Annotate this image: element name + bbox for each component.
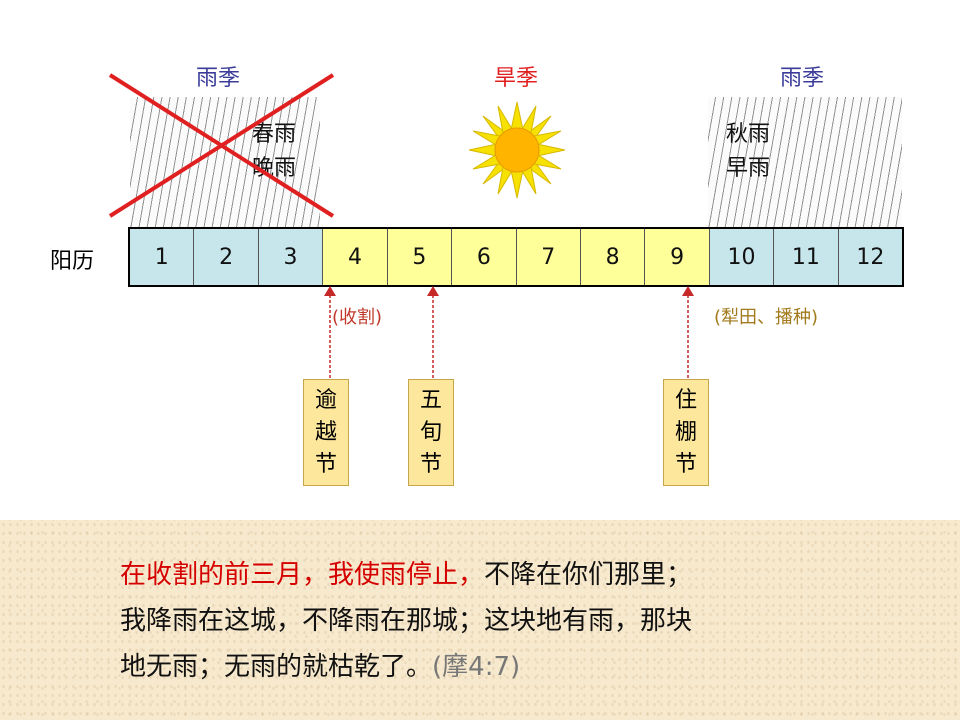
quote-line-1: 在收割的前三月，我使雨停止，不降在你们那里；	[120, 554, 692, 591]
season-label-dry: 旱季	[493, 66, 538, 91]
calendar-label: 阳历	[50, 249, 95, 274]
festival-passover: 逾 越 节	[303, 379, 349, 486]
month-cell: 1	[130, 229, 195, 285]
month-cell: 10	[709, 229, 775, 285]
month-cell: 7	[516, 229, 581, 285]
sun-icon	[468, 101, 566, 199]
arrow-pentecost	[427, 286, 439, 380]
festival-tabernacles: 住 棚 节	[663, 379, 709, 486]
month-cell: 5	[387, 229, 453, 285]
month-cell: 3	[258, 229, 324, 285]
quote-line-2: 我降雨在这城，不降雨在那城；这块地有雨，那块	[120, 606, 693, 636]
festival-pentecost: 五 旬 节	[408, 379, 454, 486]
month-cell: 6	[452, 229, 517, 285]
season-label-rainy-left: 雨季	[195, 66, 240, 91]
quote-line-3: 地无雨；无雨的就枯乾了。(摩4:7)	[120, 646, 520, 683]
quote-highlight: 在收割的前三月，我使雨停止，	[120, 560, 485, 590]
festival-char: 五	[419, 387, 442, 413]
harvest-note: (收割)	[332, 307, 383, 328]
season-label-rainy-right: 雨季	[779, 66, 824, 91]
early-rain-label: 早雨	[726, 156, 771, 181]
quote-text: 地无雨；无雨的就枯乾了。	[120, 652, 433, 682]
scripture-reference: (摩4:7)	[432, 652, 521, 682]
festival-char: 节	[674, 451, 697, 477]
month-cell: 9	[645, 229, 710, 285]
month-strip: 1 2 3 4 5 6 7 8 9 10 11 12	[128, 227, 904, 287]
arrow-tabernacles	[682, 286, 694, 380]
festival-char: 住	[674, 387, 697, 413]
festival-char: 逾	[314, 387, 337, 413]
arrow-passover	[324, 286, 336, 380]
festival-char: 越	[314, 419, 337, 445]
month-cell: 2	[194, 229, 259, 285]
month-cell: 8	[580, 229, 646, 285]
rain-area-right	[708, 97, 902, 227]
month-cell: 12	[838, 229, 903, 285]
month-cell: 11	[774, 229, 839, 285]
autumn-rain-label: 秋雨	[726, 122, 771, 147]
cross-out-icon	[108, 73, 335, 218]
rain-text-right: 秋雨 早雨	[726, 118, 770, 186]
festival-char: 棚	[674, 419, 697, 445]
scripture-panel: 在收割的前三月，我使雨停止，不降在你们那里； 我降雨在这城，不降雨在那城；这块地…	[0, 520, 960, 720]
festival-char: 节	[314, 451, 337, 477]
quote-text: 不降在你们那里；	[484, 560, 693, 590]
festival-char: 旬	[419, 419, 442, 445]
plow-sow-note: (犁田、播种)	[714, 307, 819, 328]
month-cell: 4	[323, 229, 388, 285]
festival-char: 节	[419, 451, 442, 477]
rain-area-left	[130, 97, 320, 227]
spring-rain-label: 春雨	[252, 122, 297, 147]
